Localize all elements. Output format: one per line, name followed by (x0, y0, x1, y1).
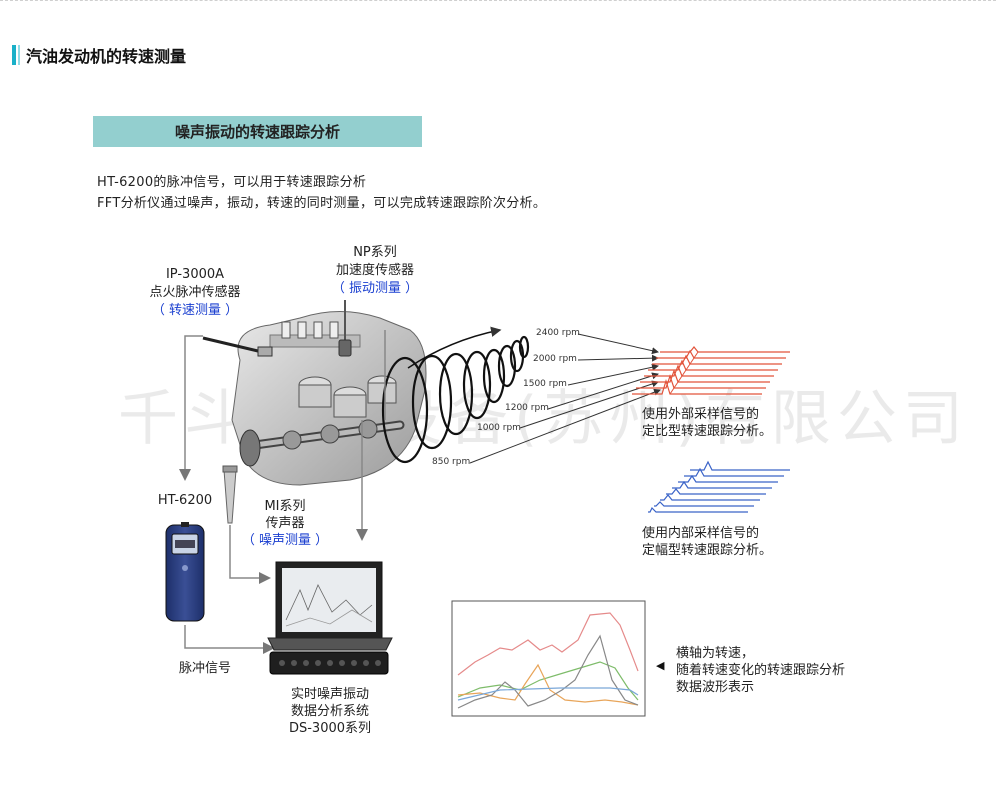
spiral-icon (381, 326, 530, 464)
ds-system-line-3: DS-3000系列 (288, 721, 372, 736)
engine-icon (231, 311, 427, 486)
chart-line-green (457, 661, 639, 701)
tachometer-model: HT-6200 (157, 493, 213, 508)
np-sensor-purpose: （ 振动测量 ） (331, 281, 419, 296)
pointer-triangle-icon: ◀ (656, 659, 665, 672)
external-sampling-line-1: 使用外部采样信号的 (642, 407, 760, 422)
pulse-signal-label: 脉冲信号 (178, 661, 231, 676)
top-divider (0, 0, 996, 1)
internal-sampling-line-1: 使用内部采样信号的 (642, 526, 760, 541)
chart-line-gray (457, 634, 639, 709)
axis-note-line-3: 数据波形表示 (676, 680, 755, 695)
ds-system-line-2: 数据分析系统 (290, 704, 369, 719)
mic-name: 传声器 (265, 516, 305, 531)
np-sensor-model: NP系列 (353, 245, 397, 260)
axis-note-line-1: 横轴为转速， (676, 646, 755, 661)
rpm-arrows (469, 333, 661, 464)
ignition-sensor-icon (202, 336, 273, 357)
title-accent-bar-light (18, 45, 20, 65)
chart-line-red (457, 612, 639, 676)
external-sampling-line-2: 定比型转速跟踪分析。 (642, 424, 773, 439)
signal-lines (179, 330, 386, 654)
red-waterfall-plot (632, 346, 790, 395)
laptop-icon (267, 561, 393, 675)
intro-line-2: FFT分析仪通过噪声，振动，转速的同时测量，可以完成转速跟踪阶次分析。 (97, 196, 547, 211)
internal-sampling-line-2: 定幅型转速跟踪分析。 (642, 543, 773, 558)
ip-sensor-model: IP-3000A (165, 267, 225, 282)
rpm-label-2400: 2400 rpm (536, 328, 580, 338)
rpm-label-850: 850 rpm (432, 457, 471, 467)
intro-line-1: HT-6200的脉冲信号，可以用于转速跟踪分析 (97, 175, 367, 190)
accelerometer-icon (338, 300, 352, 357)
rpm-label-1200: 1200 rpm (505, 403, 549, 413)
microphone-icon (222, 465, 238, 524)
ip-sensor-purpose: （ 转速测量 ） (151, 303, 239, 318)
rpm-label-1000: 1000 rpm (477, 423, 521, 433)
title-accent-bar (12, 45, 16, 65)
axis-note-line-2: 随着转速变化的转速跟踪分析 (676, 663, 846, 678)
rpm-label-1500: 1500 rpm (523, 379, 567, 389)
mic-purpose: （ 噪声测量 ） (241, 533, 329, 548)
chart-line-blue (457, 687, 639, 701)
chart-line-orange (457, 663, 639, 706)
mic-model: MI系列 (264, 499, 306, 514)
tachometer-icon (165, 522, 205, 622)
ip-sensor-name: 点火脉冲传感器 (149, 285, 241, 300)
section-header: 汽油发动机的转速测量 (12, 44, 186, 66)
blue-waterfall-plot (648, 460, 790, 513)
diagram-banner: 噪声振动的转速跟踪分析 (93, 116, 422, 147)
section-title: 汽油发动机的转速测量 (26, 47, 187, 66)
rpm-label-2000: 2000 rpm (533, 354, 577, 364)
np-sensor-name: 加速度传感器 (335, 263, 414, 278)
ds-system-line-1: 实时噪声振动 (290, 687, 369, 702)
tracking-line-chart (451, 600, 646, 717)
